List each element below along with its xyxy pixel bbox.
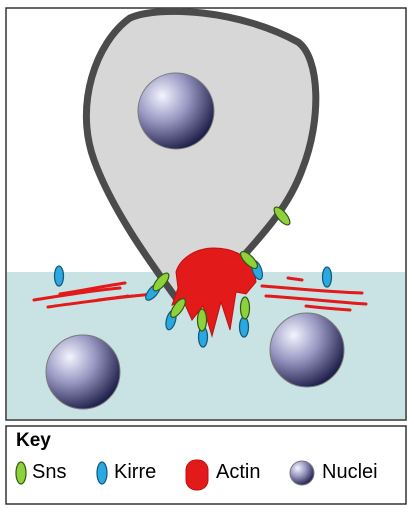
fusing-cell-body [82,7,320,302]
actin-filament [260,284,364,295]
nucleus-icon [289,460,315,486]
kirre-markers [53,259,333,348]
actin-filaments-right [260,276,368,312]
kirre-marker [53,265,65,287]
key-label-kirre: Kirre [114,461,157,483]
actin-icon [185,459,209,491]
actin-filament [304,304,352,312]
actin-filament [32,286,122,302]
sns-markers [152,206,291,332]
tissue-nucleus-right [269,312,345,388]
kirre-marker [321,266,333,288]
sns-marker [170,298,186,318]
sns-marker [239,296,251,320]
key-title: Key [16,430,51,451]
actin-filament [286,276,304,282]
tissue-nucleus-left [45,334,121,410]
sns-protein-icon [15,461,27,485]
sns-marker [196,308,208,332]
sns-marker [239,250,259,270]
actin-filament [264,294,368,306]
actin-filament [58,281,127,296]
cell-nucleus [137,72,215,150]
key-label-nuclei: Nuclei [322,461,378,483]
kirre-marker [238,316,250,338]
sns-marker [273,206,291,226]
key-label-sns: Sns [32,461,67,483]
sns-marker [152,272,170,292]
key-label-actin: Actin [216,461,261,483]
kirre-protein-icon [96,461,108,485]
